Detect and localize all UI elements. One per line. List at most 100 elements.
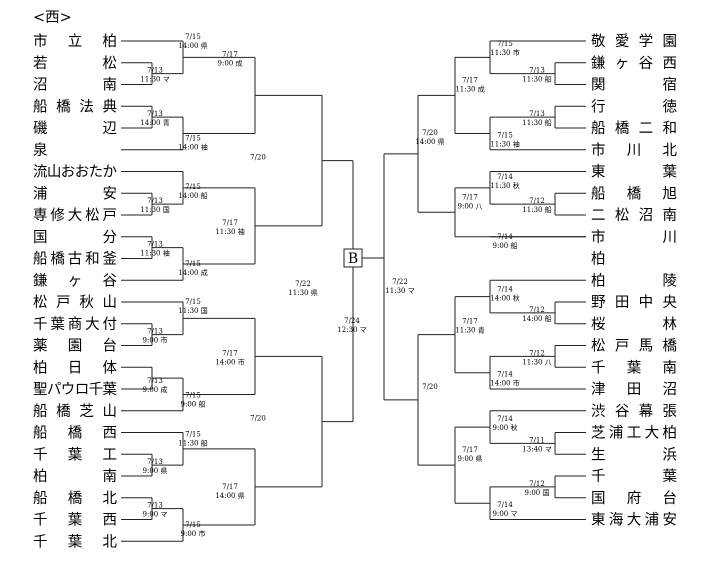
left-team-name: 鎌 ヶ 谷: [33, 272, 118, 289]
match-date: 7/15: [185, 135, 201, 143]
match-time-venue: 11:30 八: [522, 358, 551, 366]
match-time-venue: 9:00 船: [181, 399, 206, 408]
left-team-name: 若 松: [33, 55, 117, 72]
match-date: 7/14: [497, 415, 513, 423]
match-label: 7/20: [422, 383, 438, 391]
match-date: 7/14: [497, 501, 513, 509]
match-date: 7/14: [497, 233, 513, 241]
match-time-venue: 14:00 市: [490, 379, 519, 388]
match-label: 7/139:00 マ: [143, 502, 168, 519]
match-date: 7/13: [147, 458, 163, 466]
match-label: 7/139:00 市: [143, 328, 168, 345]
match-time-venue: 9:00 市: [181, 529, 206, 538]
left-team-name: 千 葉 北: [33, 533, 118, 550]
match-time-venue: 9:00 市: [143, 336, 168, 345]
match-date: 7/13: [147, 328, 163, 336]
block-b-box: [343, 248, 363, 268]
match-date: 7/14: [497, 286, 513, 294]
match-time-venue: 11:30 船: [522, 205, 551, 214]
match-label: 7/179:00 県: [458, 446, 483, 463]
match-label: 7/179:00 八: [458, 193, 483, 210]
match-time-venue: 11:30 船: [522, 75, 551, 84]
match-time-venue: 14:00 青: [140, 118, 169, 127]
match-label: 7/149:00 船: [493, 233, 518, 250]
match-time-venue: 14:00 市: [215, 357, 244, 366]
right-team-name: 柏: [591, 251, 606, 268]
match-date: 7/13: [147, 67, 163, 75]
match-time-venue: 11:30 県: [288, 289, 317, 297]
match-time-venue: 11:30 国: [140, 206, 169, 214]
match-date: 7/20: [422, 383, 438, 391]
left-team-name: 磯 辺: [33, 120, 117, 137]
match-time-venue: 14:00 県: [178, 42, 207, 50]
left-team-name: 千 葉 工: [33, 446, 117, 463]
match-date: 7/15: [185, 33, 201, 41]
match-time-venue: 11:30 船: [178, 439, 207, 448]
left-team-name: 市 立 柏: [33, 33, 117, 50]
right-team-name: 東海大浦安: [591, 512, 677, 529]
match-date: 7/17: [222, 349, 238, 357]
match-time-venue: 9:00 マ: [143, 511, 168, 519]
match-date: 7/15: [185, 183, 201, 191]
right-team-name: 津 田 沼: [591, 381, 677, 398]
match-date: 7/15: [497, 40, 513, 48]
match-date: 7/12: [529, 197, 545, 205]
left-team-name: 千 葉 西: [33, 512, 117, 529]
match-label: 7/159:00 船: [181, 391, 206, 408]
right-team-name: 東 葉: [591, 164, 678, 181]
match-date: 7/15: [185, 298, 201, 306]
right-team-name: 柏 陵: [591, 272, 678, 289]
match-time-venue: 11:30 袖: [215, 227, 244, 236]
match-time-venue: 9:00 県: [458, 455, 483, 463]
match-time-venue: 9:00 国: [525, 489, 550, 497]
match-date: 7/13: [147, 241, 163, 249]
match-date: 7/11: [529, 436, 545, 444]
left-team-name: 沼 南: [33, 77, 117, 94]
match-time-venue: 11:30 マ: [140, 76, 169, 84]
match-time-venue: 9:00 秋: [493, 423, 518, 432]
left-team-name: 柏 日 体: [33, 359, 118, 376]
match-date: 7/14: [497, 371, 513, 379]
match-date: 7/15: [185, 391, 201, 399]
right-team-name: 行 徳: [591, 98, 678, 115]
match-date: 7/17: [462, 193, 478, 201]
match-date: 7/17: [462, 318, 478, 326]
left-team-name: 流山おおたか: [33, 164, 117, 181]
right-team-name: 鎌 ヶ 谷 西: [591, 55, 677, 72]
match-date: 7/15: [185, 521, 201, 529]
match-time-venue: 11:30 秋: [490, 181, 519, 190]
match-time-venue: 14:00 船: [522, 314, 551, 323]
match-time-venue: 11:30 成: [455, 84, 484, 93]
match-time-venue: 11:30 市: [490, 48, 519, 57]
match-time-venue: 9:00 船: [493, 241, 518, 250]
right-team-name: 国 府 台: [591, 490, 677, 507]
left-team-name: 柏 南: [33, 468, 117, 485]
match-label: 7/20: [250, 415, 266, 423]
match-date: 7/13: [147, 377, 163, 385]
match-time-venue: 12:30 マ: [337, 326, 366, 334]
right-team-name: 市 川 北: [591, 142, 678, 159]
left-team-name: 国 分: [33, 229, 117, 246]
right-team-name: 芝浦工大柏: [591, 425, 677, 442]
match-label: 7/20: [250, 154, 266, 162]
match-time-venue: 9:00 成: [143, 385, 168, 394]
match-date: 7/13: [147, 502, 163, 510]
match-label: 7/139:00 県: [143, 458, 168, 475]
